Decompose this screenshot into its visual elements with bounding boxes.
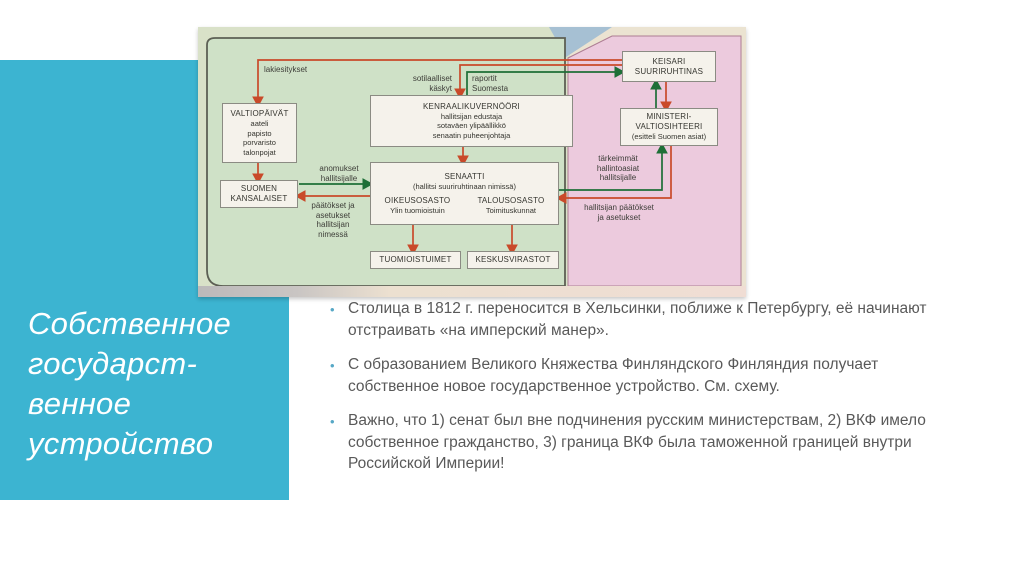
senaatti-economy-department: TALOUSOSASTO Toimituskunnat xyxy=(477,196,544,216)
box-title: VALTIOPÄIVÄT xyxy=(230,109,289,118)
title-line: Собственное xyxy=(28,306,232,341)
bullet-dot-icon: • xyxy=(330,302,335,317)
box-senaatti: SENAATTI (hallitsi suuriruhtinaan nimiss… xyxy=(370,162,559,225)
title-line: устройство xyxy=(28,426,214,461)
title-line: государст- xyxy=(28,346,198,381)
scan-bottom-edge xyxy=(198,286,746,297)
box-title: KESKUSVIRASTOT xyxy=(475,255,551,264)
box-title: KENRAALIKUVERNÖÖRI xyxy=(423,101,520,111)
bullet-text: Важно, что 1) сенат был вне подчинения р… xyxy=(348,412,926,472)
label-anomukset-hallitsijalle: anomukset hallitsijalle xyxy=(319,164,359,183)
bullet-item: • С образованием Великого Княжества Финл… xyxy=(330,354,930,397)
box-subtitle: (hallitsi suuriruhtinaan nimissä) xyxy=(413,181,516,191)
senaatti-justice-department: OIKEUSOSASTO Ylin tuomioistuin xyxy=(385,196,451,216)
box-title: SUOMEN KANSALAISET xyxy=(230,184,288,203)
bullet-dot-icon: • xyxy=(330,414,335,429)
box-title: KEISARI SUURIRUHTINAS xyxy=(634,56,704,76)
box-ministeri-valtiosihteeri: MINISTERI- VALTIOSIHTEERI (esitteli Suom… xyxy=(620,108,718,146)
diagram-arrows xyxy=(252,59,672,256)
green-arrows xyxy=(299,66,668,191)
department-line: Ylin tuomioistuin xyxy=(390,206,445,215)
box-title: MINISTERI- VALTIOSIHTEERI xyxy=(635,112,703,132)
label-hallitsijan-paatokset: hallitsijan päätökset ja asetukset xyxy=(584,203,654,222)
label-lakiesitykset: lakiesitykset xyxy=(264,65,308,74)
box-title: TUOMIOISTUIMET xyxy=(379,255,452,264)
box-keskusvirastot: KESKUSVIRASTOT xyxy=(467,251,559,269)
label-raportit-suomesta: raportit Suomesta xyxy=(472,74,509,93)
department-line: Toimituskunnat xyxy=(485,206,536,215)
box-tuomioistuimet: TUOMIOISTUIMET xyxy=(370,251,461,269)
region-russia xyxy=(567,35,742,287)
box-valtiopaivat: VALTIOPÄIVÄT aateli papisto porvaristo t… xyxy=(222,103,297,163)
red-arrows xyxy=(252,59,672,256)
department-title: OIKEUSOSASTO xyxy=(384,196,451,205)
box-suomen-kansalaiset: SUOMEN KANSALAISET xyxy=(220,180,298,208)
bullet-item: • Столица в 1812 г. переносится в Хельси… xyxy=(330,298,930,341)
box-lines: aateli papisto porvaristo talonpojat xyxy=(243,119,276,157)
bullet-list: • Столица в 1812 г. переносится в Хельси… xyxy=(330,298,930,488)
slide-title: Собственное государст- венное устройство xyxy=(28,304,231,464)
box-keisari-suuriruhtinas: KEISARI SUURIRUHTINAS xyxy=(622,51,716,82)
government-structure-diagram: VALTIOPÄIVÄT aateli papisto porvaristo t… xyxy=(198,27,746,297)
bullet-item: • Важно, что 1) сенат был вне подчинения… xyxy=(330,410,930,475)
box-kenraalikuvernoori: KENRAALIKUVERNÖÖRI hallitsijan edustaja … xyxy=(370,95,573,147)
title-line: венное xyxy=(28,386,132,421)
bullet-text: С образованием Великого Княжества Финлян… xyxy=(348,356,879,395)
department-title: TALOUSOSASTO xyxy=(477,196,545,205)
label-sotilaalliset-kaskyt: sotilaalliset käskyt xyxy=(412,74,452,93)
bullet-text: Столица в 1812 г. переносится в Хельсинк… xyxy=(348,300,927,339)
box-subtitle: (esitteli Suomen asiat) xyxy=(631,132,707,142)
label-tarkeimmat-hallintoasiat: tärkeimmät hallintoasiat hallitsijalle xyxy=(596,154,640,182)
box-title: SENAATTI xyxy=(444,171,485,181)
box-lines: hallitsijan edustaja sotaväen ylipäällik… xyxy=(432,111,511,140)
bullet-dot-icon: • xyxy=(330,358,335,373)
label-paatokset-ja-asetukset: päätökset ja asetukset hallitsijan nimes… xyxy=(311,201,355,239)
